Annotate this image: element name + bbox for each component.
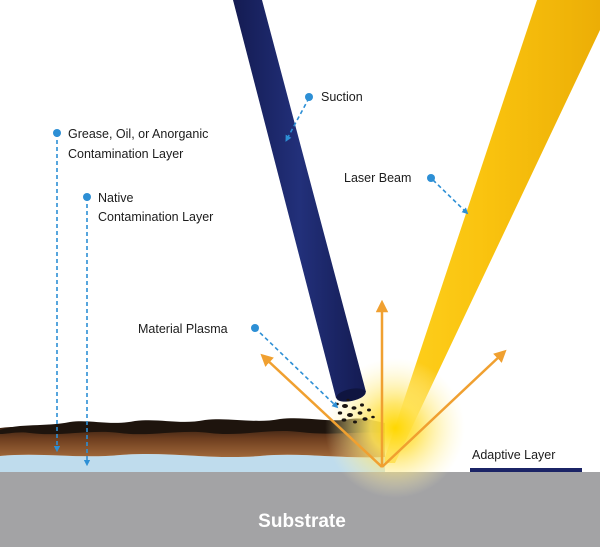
substrate-label: Substrate (258, 511, 346, 532)
material-plasma-label: Material Plasma (138, 322, 228, 336)
plasma-leader-dot (251, 324, 259, 332)
plasma-arrows (260, 299, 507, 468)
laser-leader-line (432, 179, 469, 215)
laser-leader-dot (427, 174, 435, 182)
native-contamination-layer (0, 453, 385, 472)
native-label-line2: Contamination Layer (98, 210, 213, 224)
grease-contamination-layer (0, 423, 385, 458)
suction-leader-dot (305, 93, 313, 101)
grease-label-line2: Contamination Layer (68, 147, 183, 161)
grease-leader-dot (53, 129, 61, 137)
adaptive-layer-label: Adaptive Layer (472, 448, 555, 462)
grease-label-line1: Grease, Oil, or Anorganic (68, 127, 208, 141)
suction-tube-mouth (336, 388, 366, 402)
plasma-arrow-right (381, 349, 507, 468)
suction-tube (233, 0, 366, 398)
native-leader-dot (83, 193, 91, 201)
substrate-block (0, 472, 600, 547)
plasma-leader-line (254, 327, 339, 409)
laser-beam-label: Laser Beam (344, 171, 411, 185)
suction-leader-line (285, 97, 310, 142)
plasma-arrow-left (260, 353, 383, 468)
native-label-line1: Native (98, 191, 133, 205)
laser-beam (383, 0, 600, 463)
contamination-dark-crust (0, 418, 385, 435)
suction-label: Suction (321, 90, 363, 104)
debris-particles (335, 398, 375, 424)
adaptive-layer-line (470, 468, 582, 472)
